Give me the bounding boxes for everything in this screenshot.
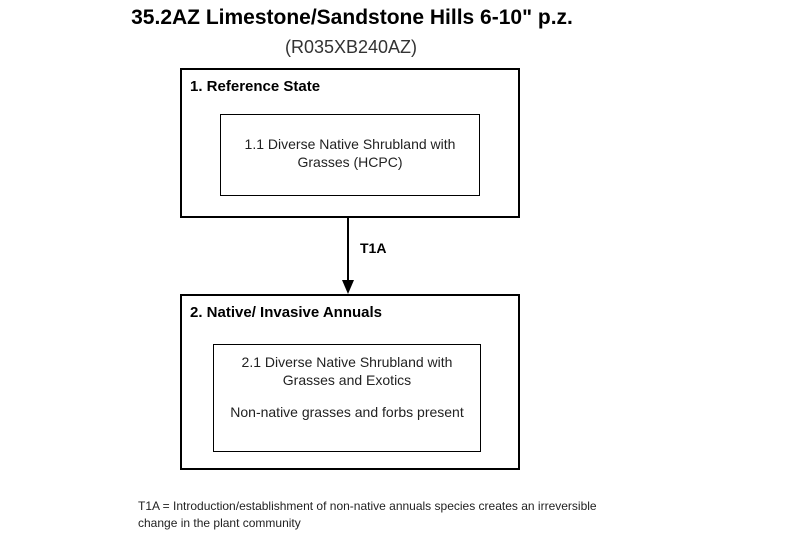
community-box-2-1: 2.1 Diverse Native Shrubland with Grasse… <box>213 344 481 452</box>
diagram-subtitle-text: (R035XB240AZ) <box>284 37 418 57</box>
state-box-native-invasive: 2. Native/ Invasive Annuals 2.1 Diverse … <box>180 294 520 470</box>
state-title-reference: 1. Reference State <box>190 78 321 95</box>
transition-arrow <box>342 218 354 294</box>
state-box-reference: 1. Reference State 1.1 Diverse Native Sh… <box>180 68 520 218</box>
state-title-native-invasive: 2. Native/ Invasive Annuals <box>190 304 383 321</box>
community-box-1-1: 1.1 Diverse Native Shrubland with Grasse… <box>220 114 480 196</box>
diagram-title-text: 35.2AZ Limestone/Sandstone Hills 6-10" p… <box>131 6 573 29</box>
diagram-subtitle: (R035XB240AZ) <box>0 37 800 58</box>
transition-arrow-head <box>342 280 354 294</box>
community-name-2-1: 2.1 Diverse Native Shrubland with Grasse… <box>241 354 453 388</box>
footnote: T1A = Introduction/establishment of non-… <box>138 499 597 530</box>
community-name-1-1: 1.1 Diverse Native Shrubland with Grasse… <box>244 136 456 170</box>
community-note-2-1: Non-native grasses and forbs present <box>230 404 464 420</box>
diagram-title: 35.2AZ Limestone/Sandstone Hills 6-10" p… <box>0 6 800 30</box>
transition-label-t1a: T1A <box>360 240 387 256</box>
